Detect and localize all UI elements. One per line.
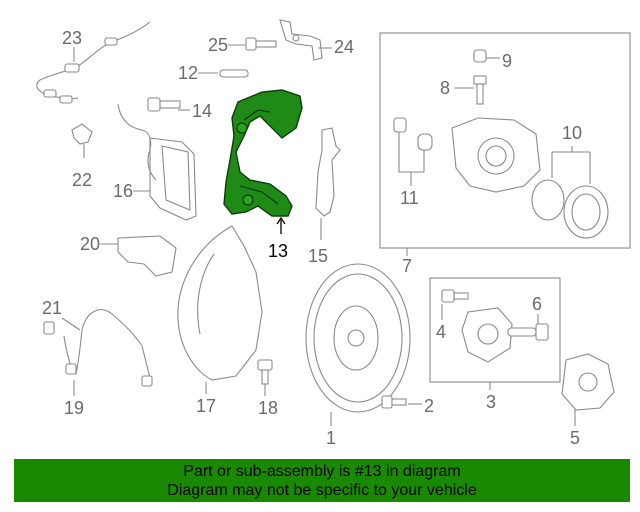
callout-25[interactable]: 25 bbox=[208, 35, 228, 55]
box-3-hub-assembly bbox=[429, 277, 561, 383]
callout-15[interactable]: 15 bbox=[308, 246, 328, 266]
banner-background bbox=[14, 459, 630, 502]
part-17-dust-shield[interactable] bbox=[177, 225, 263, 381]
callout-20[interactable]: 20 bbox=[80, 234, 100, 254]
part-19-brake-hose[interactable] bbox=[43, 309, 153, 387]
callout-7[interactable]: 7 bbox=[402, 256, 412, 276]
part-1-brake-rotor[interactable] bbox=[305, 263, 411, 413]
info-banner: Part or sub-assembly is #13 in diagram D… bbox=[14, 459, 630, 502]
part-18-bolt[interactable] bbox=[257, 359, 273, 385]
callout-5[interactable]: 5 bbox=[570, 428, 580, 448]
callout-16[interactable]: 16 bbox=[113, 181, 133, 201]
part-14-bolt[interactable] bbox=[147, 97, 181, 112]
part-12-guide-pin[interactable] bbox=[219, 69, 249, 78]
callout-21[interactable]: 21 bbox=[42, 298, 62, 318]
part-11-guide-bolts[interactable] bbox=[393, 117, 433, 151]
part-23-wear-sensor[interactable] bbox=[36, 21, 151, 104]
callout-10[interactable]: 10 bbox=[562, 123, 582, 143]
part-13-caliper-bracket[interactable] bbox=[223, 89, 303, 217]
callout-18[interactable]: 18 bbox=[258, 398, 278, 418]
part-16-brake-pads[interactable] bbox=[117, 103, 197, 221]
callout-19[interactable]: 19 bbox=[64, 398, 84, 418]
part-hub-bearing bbox=[461, 307, 513, 363]
callout-12[interactable]: 12 bbox=[178, 63, 198, 83]
part-10-piston-seals[interactable] bbox=[531, 179, 609, 239]
callout-17[interactable]: 17 bbox=[196, 396, 216, 416]
part-24-bracket[interactable] bbox=[279, 19, 323, 61]
part-6-axle-bolt[interactable] bbox=[507, 323, 549, 341]
part-15-spring-clip[interactable] bbox=[315, 127, 341, 217]
box-7-caliper-assembly bbox=[379, 32, 631, 249]
part-caliper-housing bbox=[451, 117, 541, 193]
callout-22[interactable]: 22 bbox=[72, 170, 92, 190]
banner-line-1: Part or sub-assembly is #13 in diagram bbox=[183, 462, 461, 480]
callout-3[interactable]: 3 bbox=[486, 392, 496, 412]
banner-line-2: Diagram may not be specific to your vehi… bbox=[167, 481, 477, 499]
callout-2[interactable]: 2 bbox=[424, 396, 434, 416]
callout-6[interactable]: 6 bbox=[532, 294, 542, 314]
callout-24[interactable]: 24 bbox=[334, 37, 354, 57]
callout-14[interactable]: 14 bbox=[192, 101, 212, 121]
callout-9[interactable]: 9 bbox=[502, 51, 512, 71]
callout-4[interactable]: 4 bbox=[436, 322, 446, 342]
part-20-bracket[interactable] bbox=[117, 235, 177, 277]
callout-1[interactable]: 1 bbox=[326, 428, 336, 448]
callout-11[interactable]: 11 bbox=[400, 188, 419, 208]
callout-23[interactable]: 23 bbox=[62, 28, 82, 48]
part-9-bleeder-cap[interactable] bbox=[473, 49, 487, 63]
part-4-bolt[interactable] bbox=[441, 289, 469, 303]
part-5-wheel-hub[interactable] bbox=[561, 353, 615, 411]
part-8-bleeder-screw[interactable] bbox=[473, 75, 487, 105]
part-22-sensor[interactable] bbox=[71, 123, 93, 158]
callout-8[interactable]: 8 bbox=[440, 78, 450, 98]
part-25-bolt[interactable] bbox=[245, 37, 277, 51]
part-2-bolt[interactable] bbox=[381, 395, 407, 409]
callout-13[interactable]: 13 bbox=[268, 241, 288, 261]
